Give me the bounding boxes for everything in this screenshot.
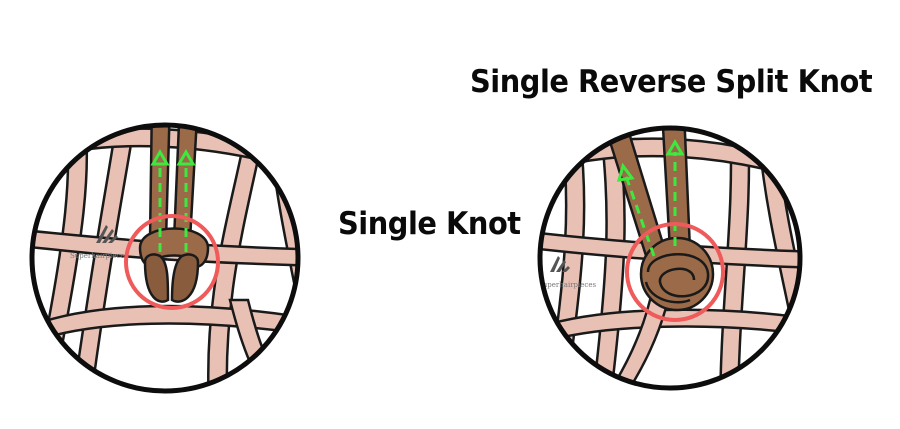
left-watermark-text: Superhairpieces <box>70 252 128 260</box>
left-frame-circle <box>29 122 301 394</box>
left-watermark-logo <box>96 225 118 243</box>
single-knot-title: Single Knot <box>338 206 521 242</box>
right-watermark-logo <box>550 256 570 272</box>
right-watermark-text: Superhairpieces <box>538 281 596 289</box>
single-reverse-split-knot-title: Single Reverse Split Knot <box>470 64 873 100</box>
left-lace-mesh: Superhairpieces <box>32 125 298 391</box>
right-frame-circle <box>537 125 803 391</box>
right-lace-mesh: Superhairpieces <box>538 128 800 388</box>
